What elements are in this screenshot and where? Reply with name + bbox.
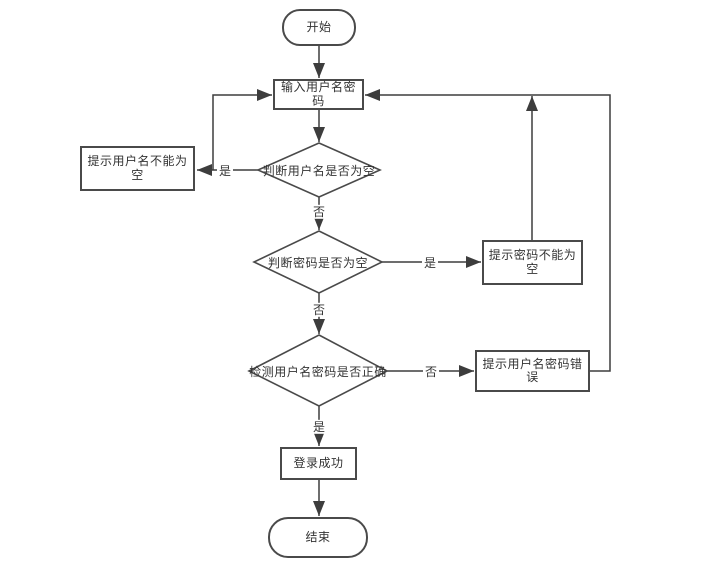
decision-password-empty-shape [252, 230, 384, 294]
process-prompt-username-empty: 提示用户名不能为空 [80, 146, 195, 191]
process-login-success: 登录成功 [280, 447, 357, 480]
decision-credentials-correct-shape [247, 334, 389, 407]
branch-label-password-no: 否 [310, 302, 328, 318]
process-prompt-password-empty: 提示密码不能为空 [482, 240, 583, 285]
end-terminator: 结束 [268, 517, 368, 558]
branch-label-credentials-yes: 是 [310, 419, 328, 435]
branch-label-username-no: 否 [310, 204, 328, 220]
branch-label-username-yes: 是 [216, 163, 234, 179]
process-input-credentials: 输入用户名密码 [273, 79, 364, 110]
process-prompt-credentials-error: 提示用户名密码错误 [475, 350, 590, 392]
decision-username-empty-shape [256, 142, 382, 198]
edge-prompt-username-return-to-input [212, 89, 272, 170]
edge-prompt-error-return-to-input [365, 89, 611, 372]
start-terminator: 开始 [282, 9, 356, 46]
branch-label-credentials-no: 否 [422, 364, 440, 380]
branch-label-password-yes: 是 [421, 255, 439, 271]
